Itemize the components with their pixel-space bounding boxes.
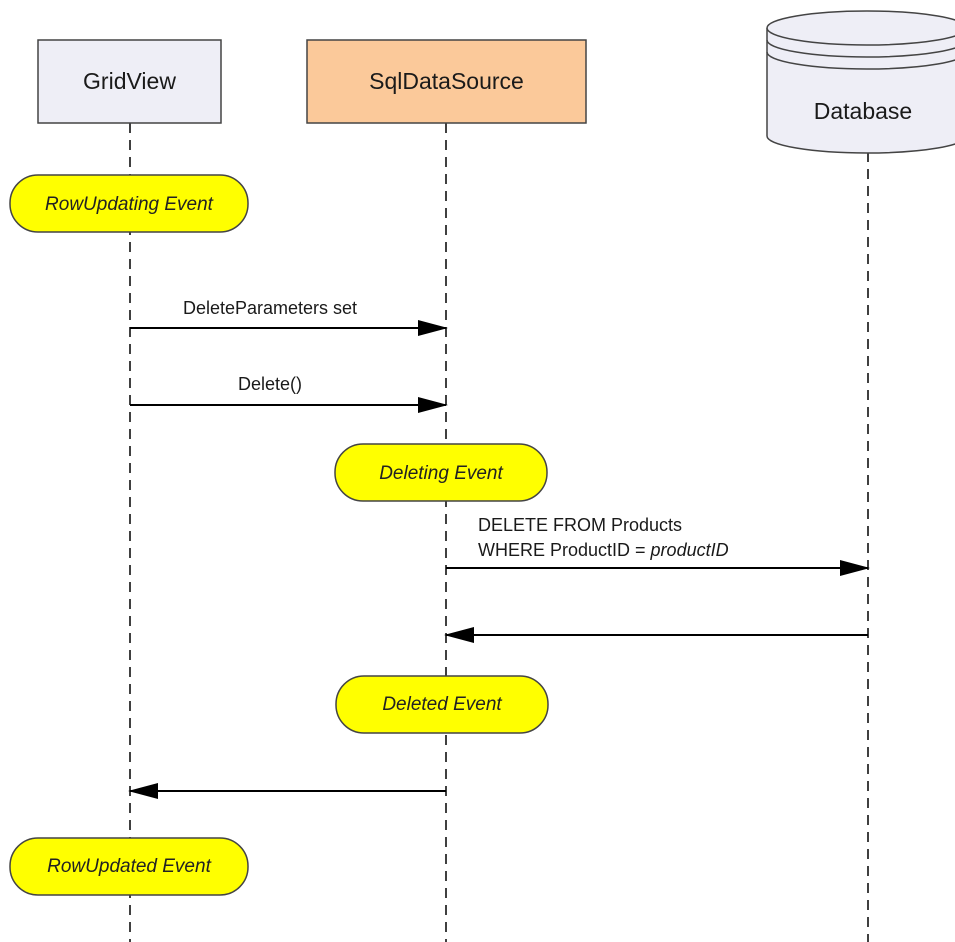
row-updated-pill — [9, 837, 249, 896]
deleting-pill — [334, 443, 548, 502]
deleting-label: Deleting Event — [379, 463, 503, 484]
message-delete-call: Delete() — [130, 374, 448, 413]
deleted-label: Deleted Event — [382, 694, 502, 715]
event-row-updating: RowUpdating Event — [9, 174, 249, 233]
actor-sqldatasource: SqlDataSource — [306, 39, 587, 124]
sql-line-2: WHERE ProductID = productID — [478, 540, 729, 560]
row-updating-label: RowUpdating Event — [45, 194, 214, 215]
deleted-pill — [335, 675, 549, 734]
sqldatasource-label: SqlDataSource — [369, 68, 524, 94]
gridview-label: GridView — [83, 68, 176, 94]
event-row-updated: RowUpdated Event — [9, 837, 249, 896]
actor-gridview: GridView — [37, 39, 222, 124]
database-cylinder-top — [766, 10, 955, 46]
message-delete-parameters-set: DeleteParameters set — [130, 298, 448, 336]
event-deleting: Deleting Event — [334, 443, 548, 502]
sql-line-2-prefix: WHERE ProductID = — [478, 540, 651, 560]
event-deleted: Deleted Event — [335, 675, 549, 734]
message-delete-sql: DELETE FROM Products WHERE ProductID = p… — [446, 515, 870, 576]
database-ring-1 — [766, 39, 955, 58]
row-updated-label: RowUpdated Event — [47, 856, 211, 877]
row-updating-pill — [9, 174, 249, 233]
database-label: Database — [814, 98, 912, 124]
sql-line-2-param: productID — [650, 540, 729, 560]
delete-call-label: Delete() — [238, 374, 302, 394]
delete-parameters-set-label: DeleteParameters set — [183, 298, 357, 318]
database-cylinder-body — [766, 28, 955, 154]
database-ring-2 — [766, 51, 955, 70]
sqldatasource-box — [306, 39, 587, 124]
actor-database: Database — [766, 10, 955, 154]
gridview-box — [37, 39, 222, 124]
sql-line-1: DELETE FROM Products — [478, 515, 682, 535]
